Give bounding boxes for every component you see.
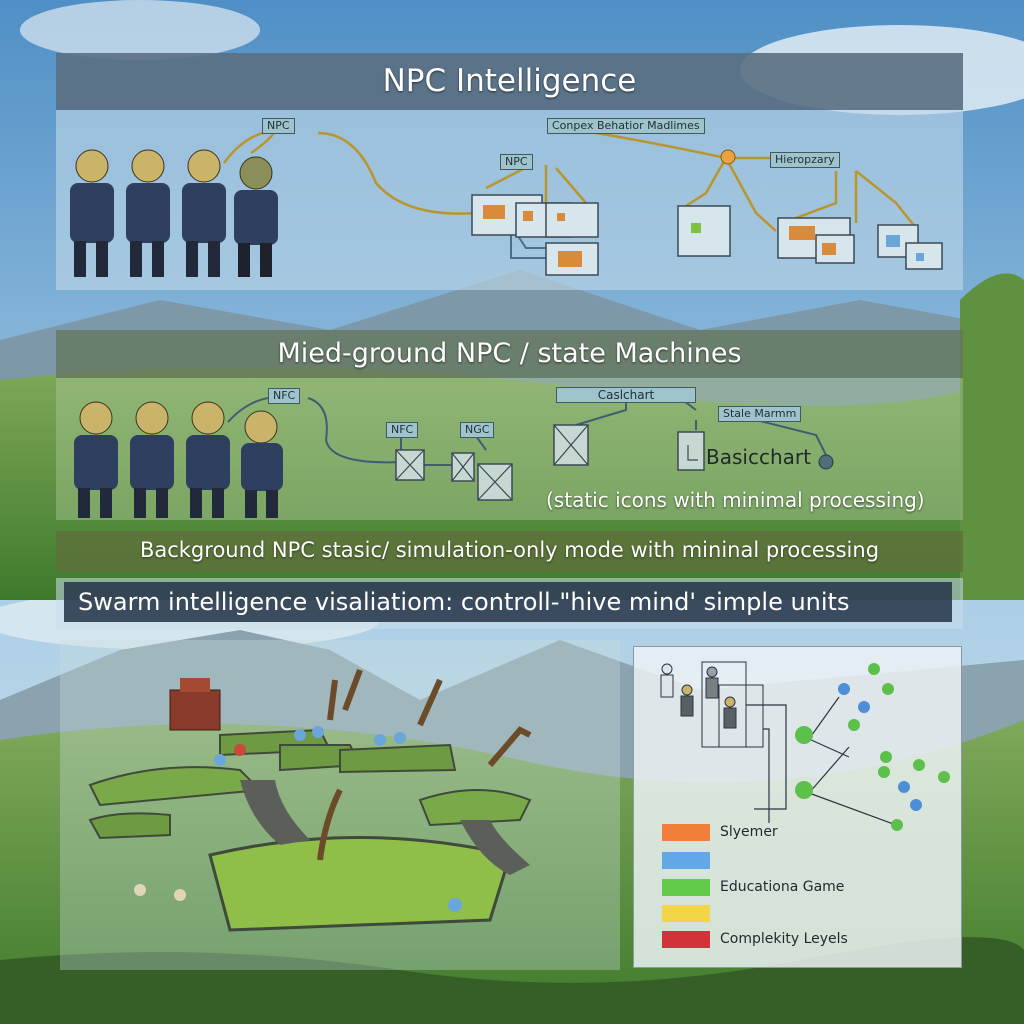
label-hierarchy: Hieropzary (770, 152, 840, 168)
label-state-machine: Stale Marmm (718, 406, 802, 422)
legend-swatch (662, 852, 710, 869)
label-complex-behavior: Conpex Behatior Madlimes (547, 118, 705, 134)
label-basicchart: Basicchart (706, 445, 811, 469)
background-npc-banner-text: Background NPC stasic/ simulation-only m… (139, 538, 880, 562)
top-panel-header (56, 53, 963, 110)
swarm-units (838, 663, 950, 831)
npc-figure-4 (241, 410, 283, 518)
diagram-box (677, 205, 731, 257)
npc-figure-3 (186, 401, 230, 518)
legend-label: Complekity Leyels (720, 931, 848, 947)
legend-swatch (662, 879, 710, 896)
npc-figure-3 (182, 149, 226, 277)
legend-label: Slyemer (720, 824, 778, 840)
state-node-icon (818, 454, 834, 470)
connector-main (317, 131, 477, 215)
unit-markers (134, 726, 462, 912)
legend-swatch (662, 824, 710, 841)
npc-figure-group (70, 149, 278, 277)
swarm-banner-inner (64, 582, 952, 622)
mid-panel-diagram (74, 394, 834, 518)
npc-figure-group (74, 401, 283, 518)
label-npc-b: NPC (500, 154, 533, 170)
label-npc-a: NFC (268, 388, 301, 404)
floating-islands (88, 728, 532, 932)
mid-panel-header (56, 330, 963, 378)
legend-label: Educationa Game (720, 879, 845, 895)
connector-npc-b (250, 132, 275, 155)
npc-figure-4 (234, 156, 278, 277)
legend-swatch (662, 931, 710, 948)
structures (169, 668, 532, 861)
npc-figure-2 (126, 149, 170, 277)
game-world-illustration (60, 640, 620, 970)
npc-figure-2 (130, 401, 174, 518)
leader-group (660, 661, 764, 748)
npc-figure-1 (70, 149, 114, 277)
hierarchy-node (720, 149, 736, 165)
top-panel-diagram (70, 129, 943, 277)
label-npc-b: NFC (386, 422, 419, 438)
mid-panel-title: Mied-ground NPC / state Machines (277, 338, 742, 369)
connector-complex (595, 131, 727, 160)
mid-panel: Mied-ground NPC / state Machines (56, 330, 963, 520)
top-panel: NPC Intelligence (56, 53, 963, 290)
mid-panel-note: (static icons with minimal processing) (546, 488, 925, 512)
legend-swatch (662, 905, 710, 922)
background-npc-banner: Background NPC stasic/ simulation-only m… (56, 531, 963, 572)
label-caslchart: Caslchart (556, 387, 696, 403)
diagram-box (545, 202, 599, 238)
npc-figure-1 (74, 401, 118, 518)
swarm-banner: Swarm intelligence visaliatiom: controll… (56, 578, 963, 629)
swarm-banner-text: Swarm intelligence visaliatiom: controll… (78, 588, 850, 616)
swarm-diagram (660, 661, 950, 831)
diagram-box (677, 431, 705, 471)
label-npc-a: NPC (262, 118, 295, 134)
hub-nodes (795, 726, 813, 799)
top-panel-title: NPC Intelligence (382, 63, 637, 99)
label-npc-c: NGC (460, 422, 495, 438)
